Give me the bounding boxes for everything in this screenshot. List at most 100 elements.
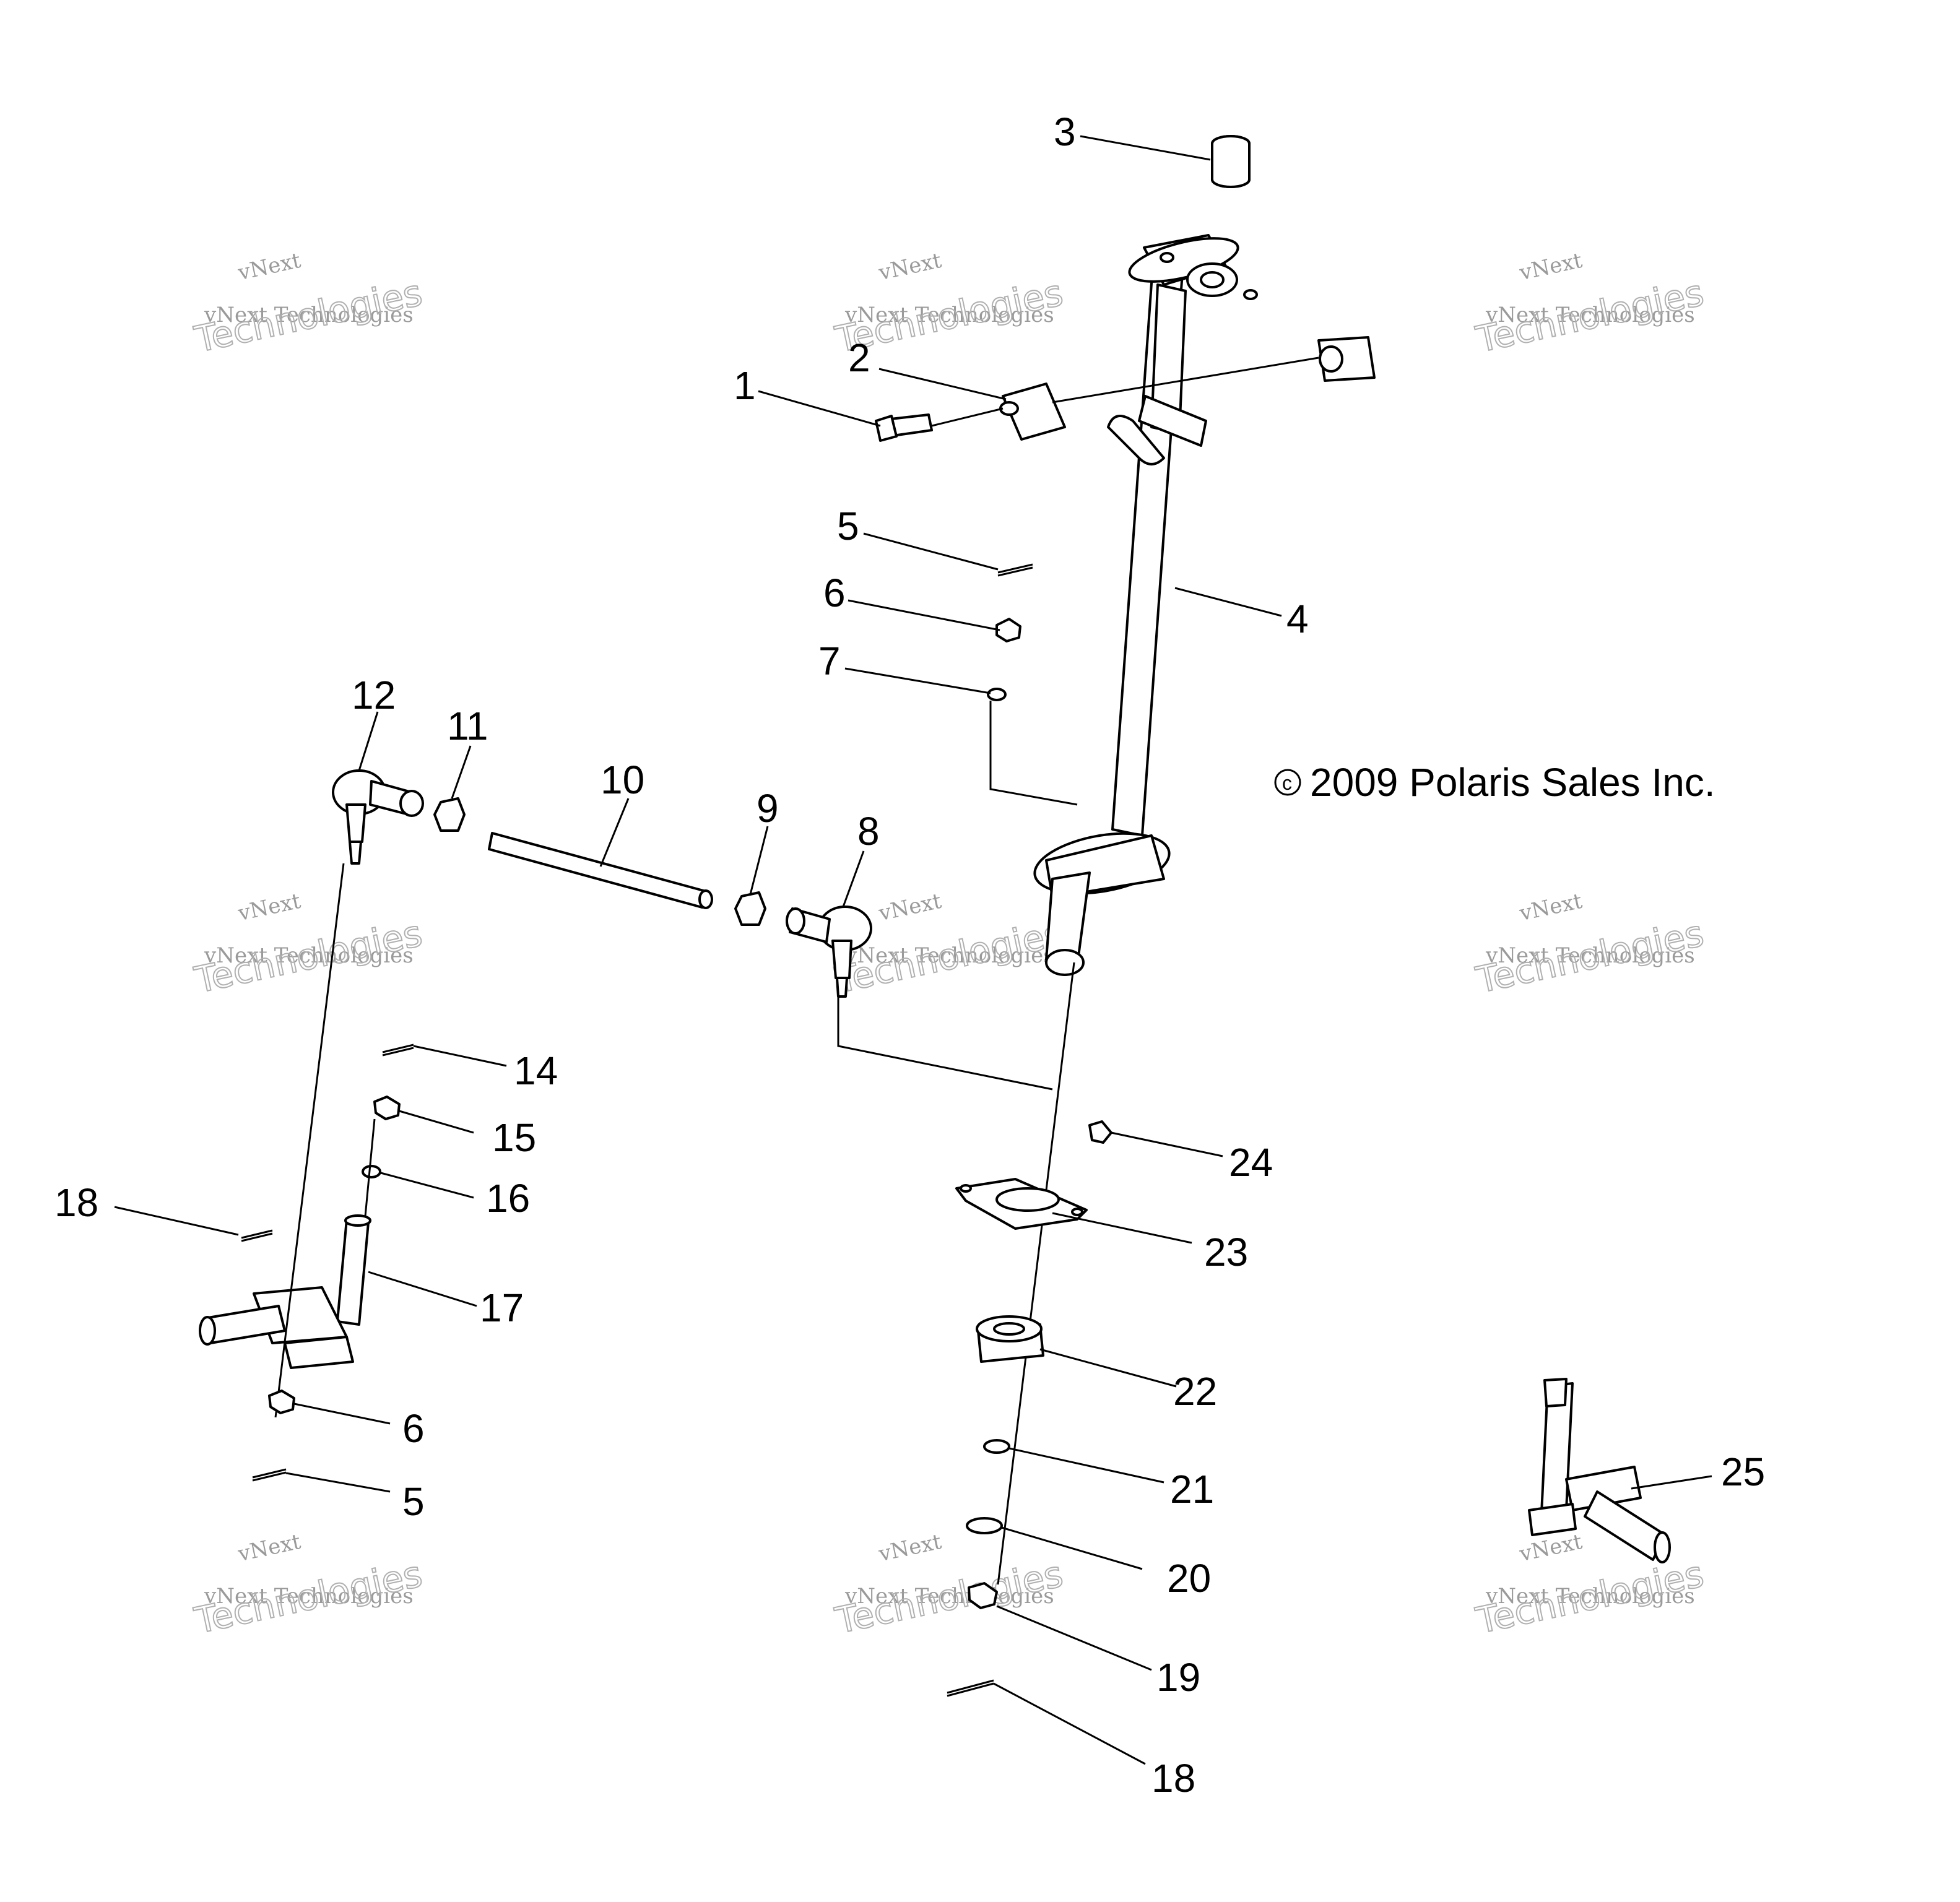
callout-7: 7 [818, 639, 841, 683]
svg-text:Technologies: Technologies [191, 912, 426, 1001]
part-7-washer [987, 688, 1007, 701]
callout-14: 14 [514, 1048, 558, 1093]
svg-text:vNext: vNext [235, 248, 303, 286]
assembly-line-7 [989, 701, 1078, 806]
callout-20: 20 [1167, 1556, 1211, 1601]
callout-8: 8 [857, 809, 880, 854]
callout-18-right: 18 [1151, 1756, 1195, 1800]
callout-3: 3 [1054, 110, 1076, 154]
callout-22: 22 [1173, 1369, 1217, 1414]
svg-text:vNext Technologies: vNext Technologies [1485, 303, 1695, 327]
copyright-notice: c 2009 Polaris Sales Inc. [1274, 760, 1715, 805]
part-25-spindle [1528, 1378, 1671, 1563]
part-23-flange-bearing [955, 1178, 1088, 1230]
callout-6-upper: 6 [823, 571, 846, 615]
part-6-nut-lower [268, 1390, 295, 1414]
watermark-top-right: vNext vNext Technologies Technologies [1472, 248, 1708, 361]
callout-9: 9 [757, 786, 779, 831]
part-8-tie-rod-end [786, 906, 872, 998]
svg-text:vNext Technologies: vNext Technologies [844, 303, 1054, 327]
part-21-washer [983, 1439, 1010, 1454]
part-16-washer [362, 1165, 381, 1178]
part-20-washer [966, 1517, 1003, 1534]
part-6-nut-upper [995, 618, 1021, 642]
svg-text:vNext Technologies: vNext Technologies [204, 943, 414, 968]
shaft-line-1 [931, 407, 1004, 427]
assembly-line-8 [837, 996, 1053, 1091]
callout-23: 23 [1204, 1230, 1248, 1274]
part-5-cotter-pin-lower [252, 1468, 287, 1479]
watermark-bottom-left: vNext vNext Technologies Technologies [190, 1529, 427, 1643]
copyright-symbol: c [1282, 772, 1292, 794]
svg-text:vNext: vNext [876, 248, 943, 286]
part-1-bolt [875, 413, 933, 442]
svg-text:Technologies: Technologies [191, 272, 426, 361]
svg-text:vNext: vNext [876, 1529, 943, 1567]
shaft-line-2 [1052, 357, 1319, 404]
svg-text:Technologies: Technologies [1472, 912, 1707, 1001]
callout-1: 1 [734, 363, 756, 408]
svg-text:vNext: vNext [876, 889, 943, 927]
part-19-nut [968, 1582, 998, 1609]
callout-5-upper: 5 [837, 504, 859, 548]
svg-text:Technologies: Technologies [191, 1553, 426, 1642]
callout-labels: 3 2 1 4 5 6 7 8 9 10 11 12 14 15 16 17 1… [54, 110, 1765, 1800]
svg-text:Technologies: Technologies [1472, 272, 1707, 361]
part-24-nut [1088, 1120, 1112, 1144]
part-18-cotter-pin-left [241, 1229, 273, 1239]
svg-text:vNext Technologies: vNext Technologies [204, 303, 414, 327]
svg-text:Technologies: Technologies [831, 1553, 1067, 1642]
callout-12: 12 [352, 673, 396, 717]
part-12-tie-rod-end [332, 769, 424, 865]
assembly-line-15 [364, 1118, 376, 1217]
part-4-steering-column [1033, 234, 1258, 976]
svg-text:vNext: vNext [1517, 1529, 1584, 1567]
callout-5-lower: 5 [402, 1479, 425, 1524]
svg-text:vNext Technologies: vNext Technologies [844, 943, 1054, 968]
callout-17: 17 [480, 1286, 524, 1330]
assembly-line-center [997, 962, 1075, 1585]
svg-text:vNext: vNext [1517, 889, 1584, 927]
part-3-cap [1211, 135, 1251, 188]
callout-19: 19 [1156, 1655, 1200, 1700]
svg-text:vNext Technologies: vNext Technologies [1485, 1584, 1695, 1609]
callout-2: 2 [848, 335, 870, 380]
part-11-jam-nut [433, 797, 466, 832]
svg-text:Technologies: Technologies [1472, 1553, 1707, 1642]
part-10-tie-rod [488, 832, 713, 909]
callout-4: 4 [1286, 597, 1309, 641]
part-15-nut [373, 1096, 401, 1120]
callout-18-left: 18 [54, 1180, 98, 1225]
watermark-top-left: vNext vNext Technologies Technologies [190, 248, 427, 361]
copyright-circle [1274, 769, 1301, 796]
leader-lines [114, 135, 1712, 1765]
callout-11: 11 [447, 704, 488, 748]
watermark-mid-right: vNext vNext Technologies Technologies [1472, 889, 1708, 1002]
part-18-cotter-pin-right [947, 1679, 994, 1694]
part-14-cotter-pin [382, 1044, 414, 1053]
callout-25: 25 [1721, 1450, 1765, 1494]
svg-text:vNext: vNext [235, 889, 303, 927]
watermark-bottom-center: vNext vNext Technologies Technologies [831, 1529, 1067, 1643]
callout-16: 16 [486, 1176, 530, 1221]
svg-text:vNext Technologies: vNext Technologies [844, 1584, 1054, 1609]
svg-text:vNext Technologies: vNext Technologies [1485, 943, 1695, 968]
part-9-jam-nut [734, 891, 766, 926]
part-5-cotter-pin-upper [997, 563, 1033, 574]
part-2-clamp [999, 383, 1066, 441]
callout-24: 24 [1229, 1140, 1273, 1185]
callout-6-lower: 6 [402, 1406, 425, 1451]
watermark-mid-left: vNext vNext Technologies Technologies [190, 889, 427, 1002]
assembly-line-12 [274, 863, 345, 1418]
watermark-bottom-right: vNext vNext Technologies Technologies [1472, 1529, 1708, 1643]
svg-text:vNext: vNext [235, 1529, 303, 1567]
svg-text:vNext Technologies: vNext Technologies [204, 1584, 414, 1609]
part-2-clamp-right [1317, 336, 1376, 382]
callout-10: 10 [601, 758, 644, 802]
part-17-spindle [199, 1214, 371, 1369]
copyright-text: 2009 Polaris Sales Inc. [1310, 760, 1715, 805]
part-22-bearing [976, 1315, 1044, 1363]
callout-21: 21 [1170, 1467, 1214, 1511]
callout-15: 15 [492, 1115, 536, 1160]
